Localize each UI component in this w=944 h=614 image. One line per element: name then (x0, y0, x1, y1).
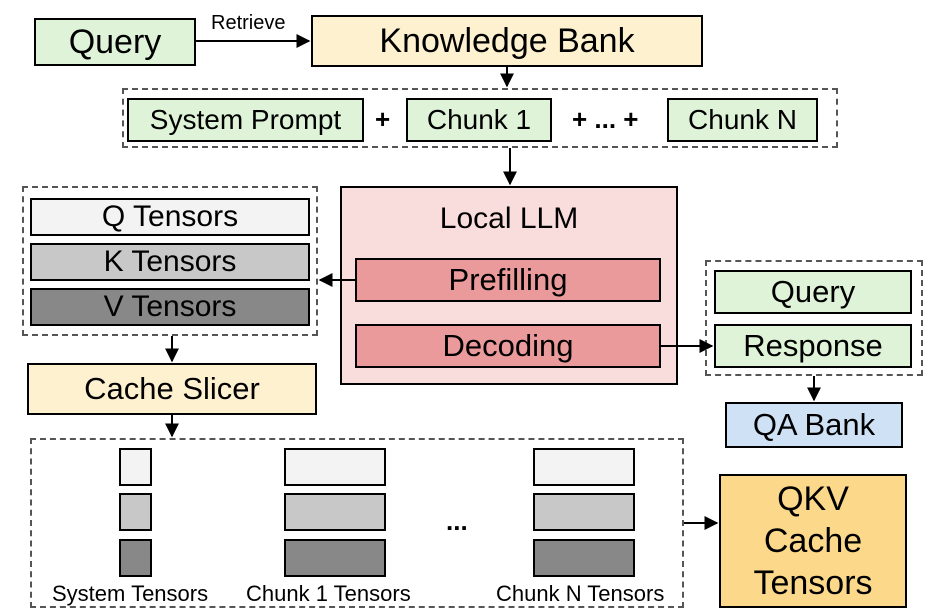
local-llm-title: Local LLM (439, 202, 579, 235)
plus-sign: + (375, 104, 391, 134)
system-prompt-box: System Prompt (127, 98, 364, 142)
qkv-cache-line-3: Tensors (753, 564, 873, 602)
system-k-slice (119, 493, 152, 531)
response-box: Response (714, 324, 912, 368)
chunk-1-v-slice (284, 539, 386, 577)
prompt-group (122, 88, 838, 148)
qa-bank-box: QA Bank (725, 402, 903, 448)
k-tensors-box: K Tensors (30, 243, 310, 281)
qa-query-box: Query (714, 270, 912, 314)
qkv-cache-tensors-box: QKV Cache Tensors (719, 474, 907, 608)
plus-ellipsis-plus: + ... + (572, 104, 639, 134)
decoding-box: Decoding (355, 324, 661, 368)
chunk-n-v-slice (533, 539, 635, 577)
knowledge-bank-box: Knowledge Bank (311, 15, 703, 67)
slices-ellipsis: ... (446, 506, 468, 536)
chunk-1-k-slice (284, 493, 386, 531)
chunk-n-k-slice (533, 493, 635, 531)
qkv-tensor-group (22, 186, 318, 336)
retrieve-label: Retrieve (211, 12, 286, 34)
v-tensors-box: V Tensors (30, 288, 310, 326)
qkv-cache-line-1: QKV (777, 480, 849, 518)
system-v-slice (119, 539, 152, 577)
sliced-tensor-group (30, 438, 684, 608)
chunk-1-tensors-label: Chunk 1 Tensors (246, 581, 411, 606)
chunk-n-q-slice (533, 448, 635, 486)
chunk-n-box: Chunk N (667, 98, 818, 142)
qa-group (705, 260, 923, 376)
chunk-n-tensors-label: Chunk N Tensors (496, 581, 665, 606)
q-tensors-box: Q Tensors (30, 198, 310, 236)
chunk-1-box: Chunk 1 (406, 98, 552, 142)
system-tensors-label: System Tensors (52, 581, 209, 606)
cache-slicer-box: Cache Slicer (27, 363, 317, 415)
qkv-cache-line-2: Cache (763, 522, 863, 560)
query-box: Query (34, 18, 196, 66)
prefilling-box: Prefilling (355, 258, 661, 302)
system-q-slice (119, 448, 152, 486)
chunk-1-q-slice (284, 448, 386, 486)
